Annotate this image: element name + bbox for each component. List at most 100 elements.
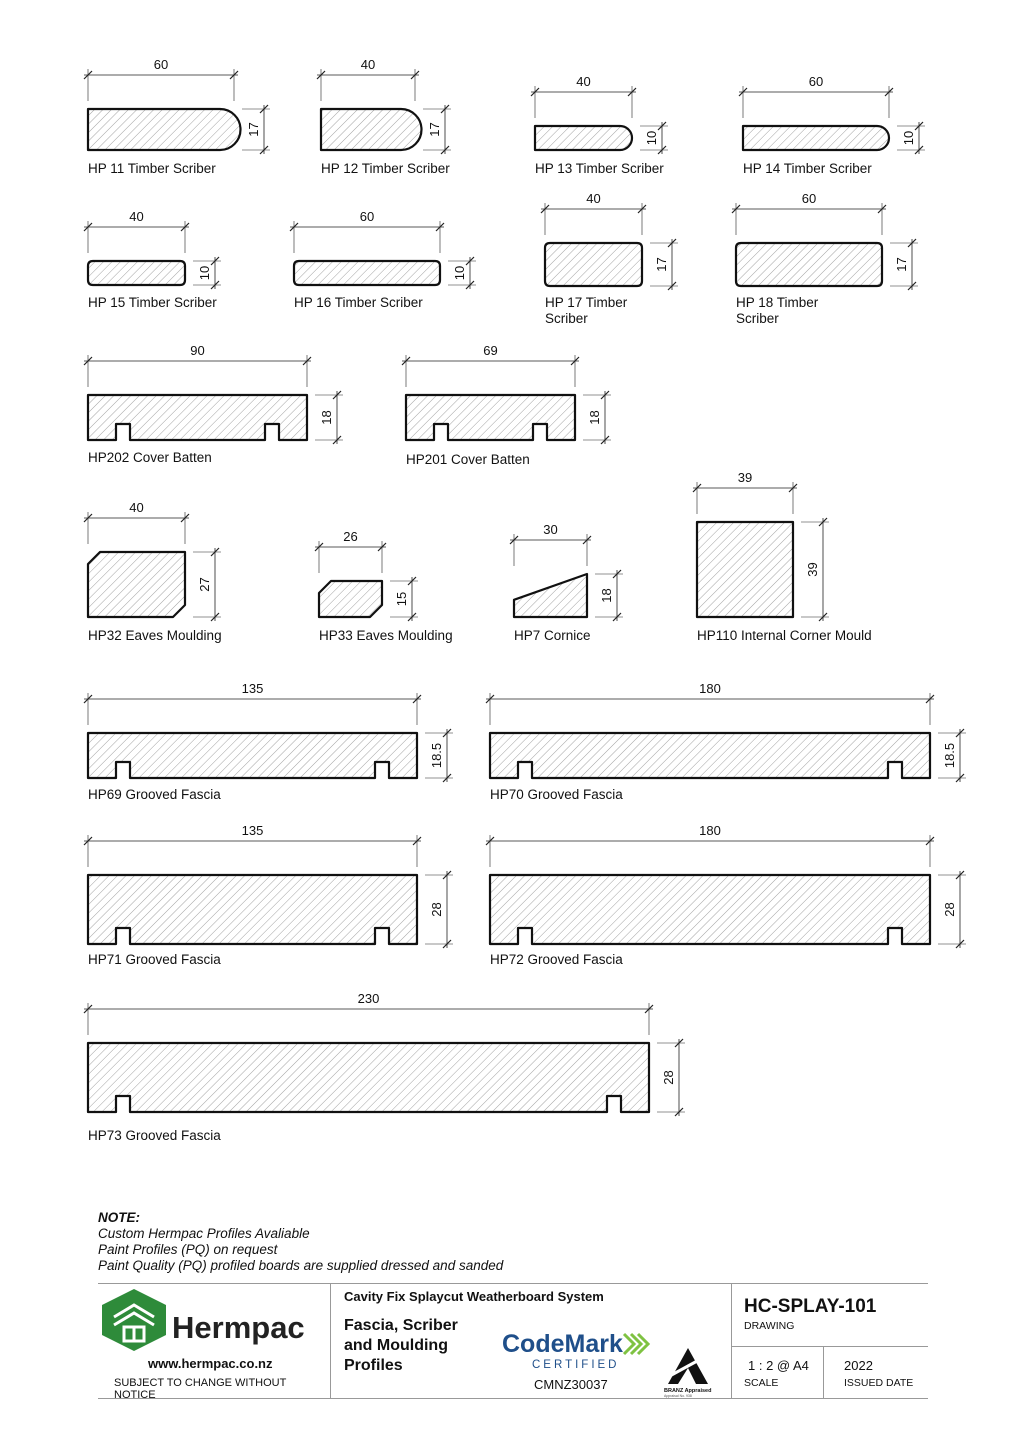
drawing-title-line: and Moulding bbox=[344, 1337, 448, 1354]
dimension-tick bbox=[600, 435, 610, 445]
profile-shape bbox=[543, 241, 644, 288]
dimension-tick bbox=[485, 836, 495, 846]
width-dimension: 40 bbox=[586, 191, 600, 206]
profile-label: HP 11 Timber Scriber bbox=[88, 161, 216, 176]
profile-label: HP 15 Timber Scriber bbox=[88, 295, 217, 310]
dimension-tick bbox=[180, 513, 190, 523]
dimension-tick bbox=[914, 145, 924, 155]
divider bbox=[731, 1284, 732, 1398]
dimension-tick bbox=[667, 238, 677, 248]
width-dimension: 230 bbox=[358, 991, 380, 1006]
profile-shape bbox=[533, 124, 634, 152]
drawing-title: Fascia, Scriber and Moulding Profiles bbox=[344, 1316, 494, 1376]
dimension-tick bbox=[955, 939, 965, 949]
hermpac-brand-panel: Hermpac www.hermpac.co.nz SUBJECT TO CHA… bbox=[98, 1284, 330, 1401]
profile-shape bbox=[695, 520, 795, 619]
scale-value: 1 : 2 @ A4 bbox=[748, 1358, 809, 1373]
height-dimension: 18 bbox=[599, 588, 614, 602]
dimension-tick bbox=[229, 70, 239, 80]
dimension-tick bbox=[210, 547, 220, 557]
height-dimension: 10 bbox=[644, 131, 659, 145]
dimension-tick bbox=[530, 87, 540, 97]
dimension-tick bbox=[401, 356, 411, 366]
dimension-tick bbox=[442, 939, 452, 949]
width-dimension: 69 bbox=[483, 343, 497, 358]
profile-label: HP73 Grooved Fascia bbox=[88, 1128, 221, 1143]
profile-shape bbox=[317, 579, 384, 619]
project-name: Cavity Fix Splaycut Weatherboard System bbox=[344, 1289, 604, 1304]
scale-label: SCALE bbox=[744, 1377, 779, 1389]
profile-shape bbox=[292, 259, 442, 287]
profile-label: HP32 Eaves Moulding bbox=[88, 628, 222, 643]
dimension-tick bbox=[259, 145, 269, 155]
branz-text: BRANZ Appraised bbox=[664, 1388, 711, 1394]
issued-date-label: ISSUED DATE bbox=[844, 1377, 914, 1389]
dimension-tick bbox=[377, 542, 387, 552]
drawing-number-label: DRAWING bbox=[744, 1320, 795, 1332]
height-dimension: 28 bbox=[661, 1070, 676, 1084]
profile-label: HP 14 Timber Scriber bbox=[743, 161, 872, 176]
dimension-tick bbox=[83, 222, 93, 232]
codemark-logo-icon: CodeMark CERTIFIED bbox=[502, 1330, 651, 1371]
dimension-tick bbox=[465, 256, 475, 266]
dimension-tick bbox=[83, 694, 93, 704]
brand-wordmark: Hermpac bbox=[172, 1310, 305, 1345]
profile-label: HP110 Internal Corner Mould bbox=[697, 628, 872, 643]
profile-label: HP70 Grooved Fascia bbox=[490, 787, 623, 802]
dimension-tick bbox=[259, 104, 269, 114]
dimension-tick bbox=[412, 694, 422, 704]
width-dimension: 40 bbox=[576, 74, 590, 89]
dimension-tick bbox=[407, 612, 417, 622]
height-dimension: 27 bbox=[197, 577, 212, 591]
width-dimension: 40 bbox=[361, 57, 375, 72]
profile-label: HP71 Grooved Fascia bbox=[88, 952, 221, 967]
profile-shape bbox=[488, 731, 932, 780]
dimension-tick bbox=[657, 121, 667, 131]
dimension-tick bbox=[955, 773, 965, 783]
dimension-tick bbox=[180, 222, 190, 232]
dimension-tick bbox=[884, 87, 894, 97]
dimension-tick bbox=[818, 517, 828, 527]
profile-shape bbox=[404, 393, 577, 442]
width-dimension: 26 bbox=[343, 529, 357, 544]
dimension-tick bbox=[509, 535, 519, 545]
dimension-tick bbox=[925, 694, 935, 704]
profile-shape bbox=[488, 873, 932, 946]
dimension-tick bbox=[667, 281, 677, 291]
profile-shape bbox=[86, 873, 419, 946]
dimension-tick bbox=[302, 356, 312, 366]
divider bbox=[823, 1346, 824, 1398]
profile-shape bbox=[734, 241, 884, 288]
height-dimension: 10 bbox=[197, 266, 212, 280]
dimension-tick bbox=[925, 836, 935, 846]
dimension-tick bbox=[570, 356, 580, 366]
dimension-tick bbox=[410, 70, 420, 80]
width-dimension: 135 bbox=[242, 681, 264, 696]
height-dimension: 15 bbox=[394, 592, 409, 606]
dimension-tick bbox=[955, 728, 965, 738]
width-dimension: 60 bbox=[802, 191, 816, 206]
width-dimension: 30 bbox=[543, 522, 557, 537]
issued-date-value: 2022 bbox=[844, 1358, 873, 1373]
profile-shape bbox=[512, 572, 589, 619]
profile-label: Scriber bbox=[736, 311, 779, 326]
drawing-title-line: Fascia, Scriber bbox=[344, 1317, 458, 1334]
dimension-tick bbox=[627, 87, 637, 97]
profile-shape bbox=[86, 731, 419, 780]
dimension-tick bbox=[485, 694, 495, 704]
codemark-word: CodeMark bbox=[502, 1330, 623, 1358]
height-dimension: 28 bbox=[942, 902, 957, 916]
website-link[interactable]: www.hermpac.co.nz bbox=[148, 1356, 273, 1371]
dimension-tick bbox=[692, 483, 702, 493]
dimension-tick bbox=[907, 238, 917, 248]
